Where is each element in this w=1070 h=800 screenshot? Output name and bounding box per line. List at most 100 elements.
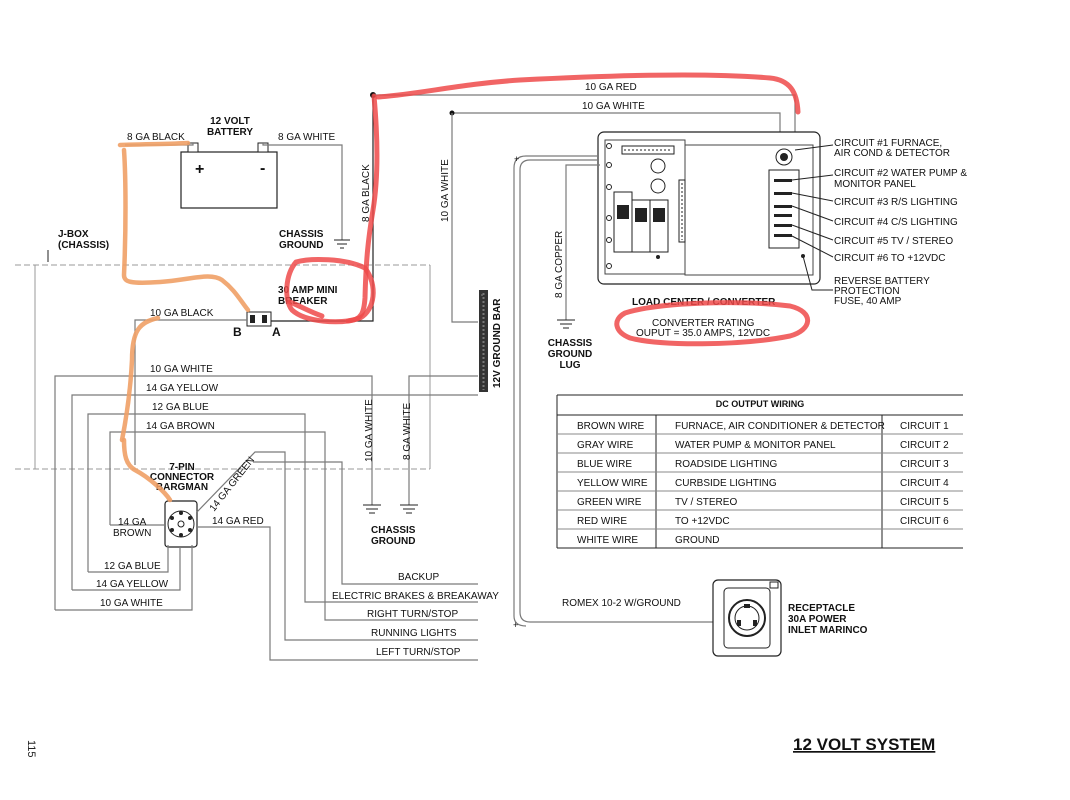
wire-14ga-yellow-b: 14 GA YELLOW	[96, 579, 169, 590]
fn-backup: BACKUP	[398, 572, 439, 583]
wire-romex: ROMEX 10-2 W/GROUND	[562, 598, 681, 609]
chassis-ground-1-line1: CHASSIS	[279, 229, 324, 240]
lug-line2: GROUND	[548, 349, 592, 360]
orange-annotations	[117, 140, 251, 503]
dc-table-rows: BROWN WIRE FURNACE, AIR CONDITIONER & DET…	[577, 421, 949, 546]
breaker-label-1: 30 AMP MINI	[278, 285, 338, 296]
dc-table-cell: GRAY WIRE	[577, 440, 634, 451]
dc-table-cell: TV / STEREO	[675, 497, 737, 508]
wire-8ga-white-v: 8 GA WHITE	[402, 402, 413, 460]
breaker-term-b: B	[233, 325, 242, 339]
fn-left-turn: LEFT TURN/STOP	[376, 647, 461, 658]
receptacle-line1: RECEPTACLE	[788, 603, 855, 614]
chassis-ground-2-line1: CHASSIS	[371, 525, 416, 536]
jbox-label-2: (CHASSIS)	[58, 240, 109, 251]
receptacle-line2: 30A POWER	[788, 614, 847, 625]
circuit-1-line1: CIRCUIT #1 FURNACE,	[834, 138, 942, 149]
breaker-term-a: A	[272, 325, 281, 339]
dc-table-cell: TO +12VDC	[675, 516, 730, 527]
connector-label-1: 7-PIN	[169, 462, 195, 473]
fuse-line1: REVERSE BATTERY	[834, 276, 930, 287]
dc-table-cell: CIRCUIT 5	[900, 497, 949, 508]
circuit-5: CIRCUIT #5 TV / STEREO	[834, 236, 953, 247]
fuse-line3: FUSE, 40 AMP	[834, 296, 902, 307]
chassis-ground-2-icon	[363, 504, 418, 514]
page-number: 115	[25, 740, 37, 758]
wire-14ga-green: 14 GA GREEN	[208, 455, 257, 514]
wire-14ga-brown: 14 GA BROWN	[146, 421, 215, 432]
dc-table-cell: RED WIRE	[577, 516, 627, 527]
wire-10ga-white-b: 10 GA WHITE	[100, 598, 163, 609]
dc-table-cell: CIRCUIT 3	[900, 459, 949, 470]
ground-bar-label: 12V GROUND BAR	[492, 298, 503, 388]
wire-10ga-red: 10 GA RED	[585, 82, 637, 93]
romex-plus-top: +	[514, 154, 519, 164]
circuit-2-line2: MONITOR PANEL	[834, 179, 916, 190]
circuit-3: CIRCUIT #3 R/S LIGHTING	[834, 197, 958, 208]
wire-10ga-black: 10 GA BLACK	[150, 308, 214, 319]
dc-table-cell: BROWN WIRE	[577, 421, 645, 432]
dc-table-cell: BLUE WIRE	[577, 459, 632, 470]
load-center-box	[597, 131, 821, 285]
romex-plus-bottom: +	[513, 620, 518, 630]
dc-table-cell: GROUND	[675, 535, 719, 546]
page-title: 12 VOLT SYSTEM	[793, 735, 935, 754]
fn-brakes: ELECTRIC BRAKES & BREAKAWAY	[332, 591, 499, 602]
battery-left-wire-label: 8 GA BLACK	[127, 132, 185, 143]
dc-table-title: DC OUTPUT WIRING	[716, 399, 805, 409]
battery-minus-icon: -	[260, 160, 265, 177]
circuit-2-line1: CIRCUIT #2 WATER PUMP &	[834, 168, 967, 179]
battery-plus-icon: +	[195, 161, 204, 178]
converter-rating-2: OUPUT = 35.0 AMPS, 12VDC	[636, 328, 770, 339]
dc-output-table	[556, 394, 963, 549]
wire-10ga-white: 10 GA WHITE	[150, 364, 213, 375]
battery-label-2: BATTERY	[207, 127, 253, 138]
wire-8ga-copper: 8 GA COPPER	[554, 231, 565, 298]
breaker-symbol	[246, 311, 272, 327]
wire-14ga-red: 14 GA RED	[212, 516, 264, 527]
circuit-4: CIRCUIT #4 C/S LIGHTING	[834, 217, 958, 228]
lug-line3: LUG	[559, 360, 580, 371]
chassis-ground-2-line2: GROUND	[371, 536, 415, 547]
circuit-6: CIRCUIT #6 TO +12VDC	[834, 253, 945, 264]
fuse-line2: PROTECTION	[834, 286, 900, 297]
wire-8ga-black-vert: 8 GA BLACK	[361, 164, 372, 222]
dc-table-cell: CIRCUIT 1	[900, 421, 949, 432]
dc-table-cell: WHITE WIRE	[577, 535, 638, 546]
wire-12ga-blue: 12 GA BLUE	[152, 402, 209, 413]
battery-title: 12 VOLT	[210, 116, 250, 127]
receptacle-line3: INLET MARINCO	[788, 625, 868, 636]
wire-10ga-white-vert: 10 GA WHITE	[440, 159, 451, 222]
connector-label-3: BARGMAN	[156, 482, 208, 493]
wire-10ga-white-v2: 10 GA WHITE	[364, 399, 375, 462]
connector-7pin-icon	[164, 500, 198, 548]
wire-10ga-white-top: 10 GA WHITE	[582, 101, 645, 112]
converter-rating-1: CONVERTER RATING	[652, 318, 755, 329]
wire-14ga-brown-l2: BROWN	[113, 528, 151, 539]
wire-14ga-brown-l1: 14 GA	[118, 517, 147, 528]
battery-right-wire-label: 8 GA WHITE	[278, 132, 336, 143]
dc-table-cell: CIRCUIT 6	[900, 516, 949, 527]
dc-table-cell: CIRCUIT 2	[900, 440, 949, 451]
battery-symbol	[180, 142, 278, 209]
lug-line1: CHASSIS	[548, 338, 593, 349]
dc-table-cell: CIRCUIT 4	[900, 478, 949, 489]
jbox-label-1: J-BOX	[58, 229, 89, 240]
wire-12ga-blue-b: 12 GA BLUE	[104, 561, 161, 572]
chassis-ground-lug-icon	[557, 319, 575, 329]
dc-table-cell: WATER PUMP & MONITOR PANEL	[675, 440, 836, 451]
dc-table-cell: YELLOW WIRE	[577, 478, 648, 489]
dc-table-cell: FURNACE, AIR CONDITIONER & DETECTOR	[675, 421, 885, 432]
fn-right-turn: RIGHT TURN/STOP	[367, 609, 458, 620]
ground-bar	[479, 290, 488, 392]
fn-running-lights: RUNNING LIGHTS	[371, 628, 457, 639]
red-annotations	[284, 72, 811, 347]
receptacle-icon	[712, 579, 782, 657]
wire-14ga-yellow: 14 GA YELLOW	[146, 383, 219, 394]
circuit-1-line2: AIR COND & DETECTOR	[834, 148, 950, 159]
dc-table-cell: GREEN WIRE	[577, 497, 642, 508]
chassis-ground-1-line2: GROUND	[279, 240, 323, 251]
breaker-label-2: BREAKER	[278, 296, 328, 307]
